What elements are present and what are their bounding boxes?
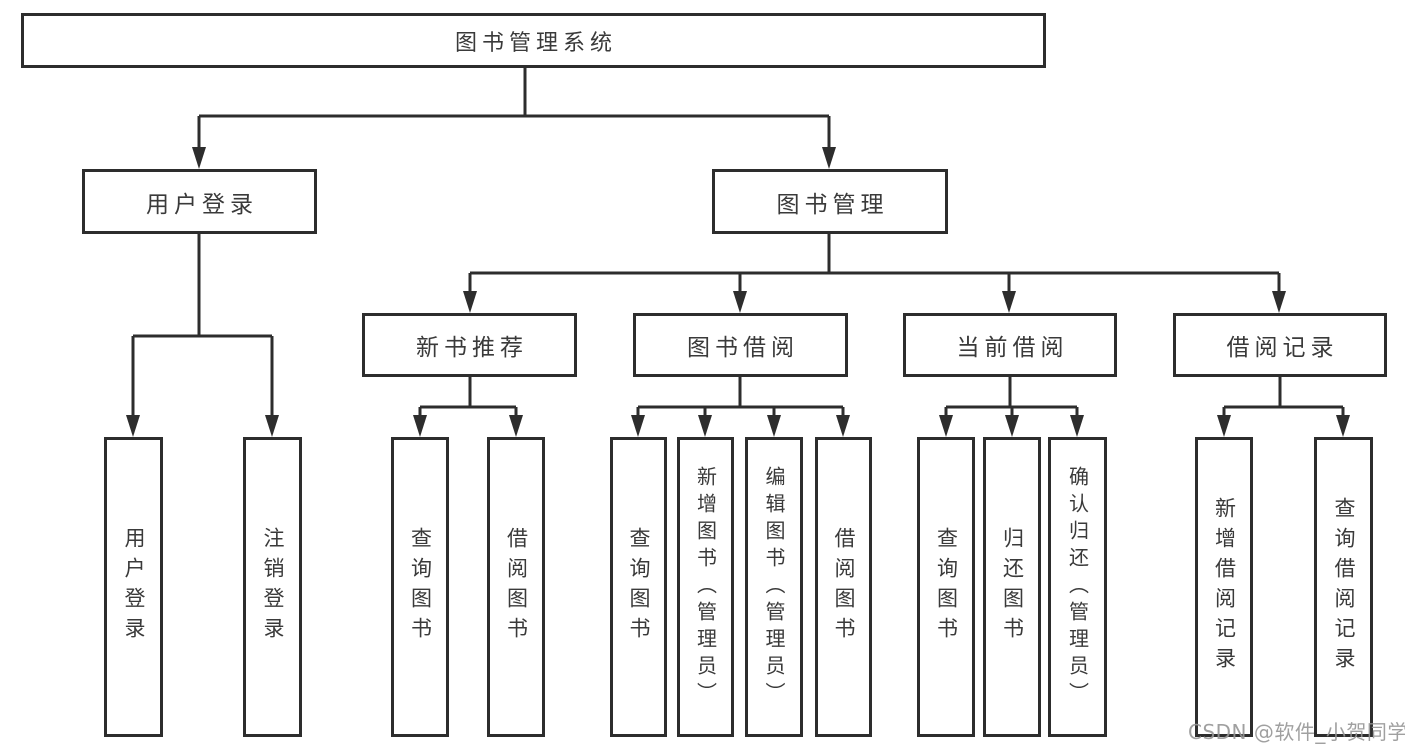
- leaf-return-books: 归还图书: [983, 437, 1041, 737]
- arrowhead-icon: [698, 415, 712, 437]
- arrowhead-icon: [836, 415, 850, 437]
- node-label: 用户登录: [146, 191, 258, 218]
- leaf-label: 新增借阅记录: [1212, 497, 1237, 677]
- leaf-query-books-current: 查询图书: [917, 437, 975, 737]
- connector-newbook-to-leaves: [418, 377, 518, 418]
- node-label: 当前借阅: [956, 335, 1069, 361]
- node-new-book-recommendation: 新书推荐: [362, 313, 577, 377]
- leaf-logout: 注销登录: [243, 437, 302, 737]
- arrowhead-icon: [1217, 415, 1231, 437]
- leaf-user-login: 用户登录: [104, 437, 163, 737]
- connector-bookmgmt-to-level3: [468, 234, 1281, 294]
- leaf-query-books-recommend: 查询图书: [391, 437, 449, 737]
- leaf-label: 查询借阅记录: [1332, 497, 1356, 677]
- arrowhead-icon: [1005, 415, 1019, 437]
- arrowhead-icon: [1070, 415, 1084, 437]
- leaf-label: 新增图书（管理员）: [693, 465, 718, 709]
- arrowheads: [126, 147, 1350, 437]
- leaf-add-book-admin: 新增图书（管理员）: [677, 437, 734, 737]
- leaf-query-books-borrowing: 查询图书: [610, 437, 667, 737]
- connector-root-to-level2: [197, 68, 831, 150]
- arrowhead-icon: [413, 415, 427, 437]
- connector-paths: [131, 68, 1345, 418]
- connector-borrow-to-leaves: [636, 377, 845, 418]
- node-book-borrowing: 图书借阅: [633, 313, 848, 377]
- connector-current-to-leaves: [944, 377, 1079, 418]
- arrowhead-icon: [939, 415, 953, 437]
- node-user-login: 用户登录: [82, 169, 317, 234]
- leaf-confirm-return-admin: 确认归还（管理员）: [1048, 437, 1107, 737]
- arrowhead-icon: [1272, 291, 1286, 313]
- leaf-label: 借阅图书: [832, 527, 856, 647]
- connector-records-to-leaves: [1222, 377, 1345, 418]
- arrowhead-icon: [265, 415, 279, 437]
- leaf-label: 确认归还（管理员）: [1065, 465, 1090, 709]
- node-label: 图书管理: [776, 191, 889, 218]
- node-label: 图书借阅: [687, 335, 799, 361]
- arrowhead-icon: [463, 291, 477, 313]
- arrowhead-icon: [126, 415, 140, 437]
- connector-userlogin-to-leaves: [131, 233, 274, 418]
- leaf-query-borrow-record: 查询借阅记录: [1314, 437, 1373, 737]
- leaf-label: 查询图书: [627, 527, 651, 647]
- node-library-management-system: 图书管理系统: [21, 13, 1046, 68]
- leaf-edit-book-admin: 编辑图书（管理员）: [745, 437, 803, 737]
- arrowhead-icon: [631, 415, 645, 437]
- leaf-label: 借阅图书: [504, 527, 529, 647]
- leaf-add-borrow-record: 新增借阅记录: [1195, 437, 1253, 737]
- arrowhead-icon: [822, 147, 836, 169]
- arrowhead-icon: [767, 415, 781, 437]
- node-current-borrowing: 当前借阅: [903, 313, 1117, 377]
- arrowhead-icon: [192, 147, 206, 169]
- node-label: 借阅记录: [1226, 335, 1339, 361]
- leaf-label: 编辑图书（管理员）: [762, 465, 786, 709]
- leaf-label: 查询图书: [934, 527, 959, 647]
- node-borrowing-records: 借阅记录: [1173, 313, 1387, 377]
- leaf-label: 用户登录: [122, 527, 146, 647]
- leaf-borrow-books-borrowing: 借阅图书: [815, 437, 872, 737]
- node-label: 新书推荐: [416, 335, 528, 361]
- arrowhead-icon: [1002, 291, 1016, 313]
- arrowhead-icon: [509, 415, 523, 437]
- leaf-label: 注销登录: [261, 527, 285, 647]
- arrowhead-icon: [733, 291, 747, 313]
- csdn-watermark: CSDN @软件_小贺同学: [1188, 720, 1405, 744]
- leaf-label: 查询图书: [408, 527, 433, 647]
- arrowhead-icon: [1336, 415, 1350, 437]
- leaf-label: 归还图书: [1000, 527, 1025, 647]
- node-label: 图书管理系统: [454, 30, 617, 56]
- leaf-borrow-books-recommend: 借阅图书: [487, 437, 545, 737]
- node-book-management: 图书管理: [712, 169, 948, 234]
